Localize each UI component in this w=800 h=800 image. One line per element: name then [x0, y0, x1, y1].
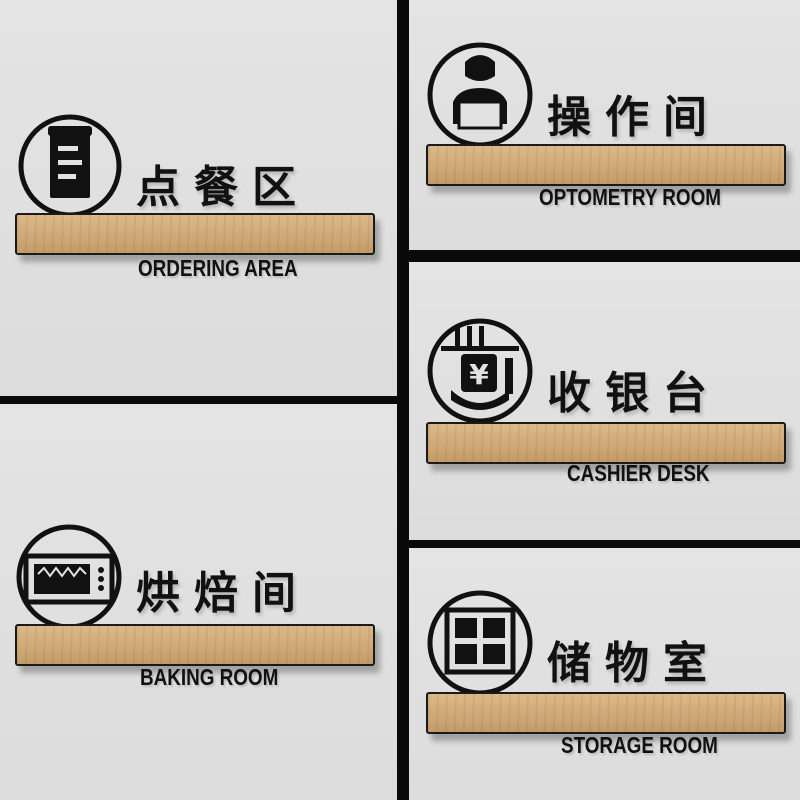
yen-register-icon: ¥	[425, 316, 535, 426]
storage-boxes-icon	[425, 588, 535, 698]
wood-plank	[15, 213, 375, 255]
wood-plank	[426, 422, 786, 464]
wood-plank	[426, 692, 786, 734]
baking-room-panel: 烘焙间 BAKING ROOM	[0, 404, 397, 800]
ordering-area-title-en: ORDERING AREA	[138, 255, 298, 281]
storage-room-title-en: STORAGE ROOM	[561, 732, 718, 758]
ordering-area-panel: 点餐区 ORDERING AREA	[0, 0, 397, 396]
cashier-desk-title-cn: 收银台	[547, 368, 721, 419]
baking-room-title-cn: 烘焙间	[136, 568, 310, 619]
ordering-area-title-cn: 点餐区	[136, 162, 310, 213]
operation-room-title-en: OPTOMETRY ROOM	[539, 184, 721, 210]
operation-room-panel: 操作间 OPTOMETRY ROOM	[409, 0, 800, 250]
storage-room-panel: 储物室 STORAGE ROOM	[409, 548, 800, 800]
staff-at-desk-icon	[425, 40, 535, 150]
oven-icon	[14, 522, 124, 632]
wood-plank	[426, 144, 786, 186]
receipt-icon	[16, 112, 124, 220]
svg-text:¥: ¥	[469, 358, 489, 391]
operation-room-title-cn: 操作间	[547, 92, 721, 143]
storage-room-title-cn: 储物室	[547, 638, 721, 689]
wood-plank	[15, 624, 375, 666]
cashier-desk-title-en: CASHIER DESK	[567, 460, 710, 486]
cashier-desk-panel: ¥ 收银台 CASHIER DESK	[409, 262, 800, 540]
baking-room-title-en: BAKING ROOM	[140, 664, 279, 690]
